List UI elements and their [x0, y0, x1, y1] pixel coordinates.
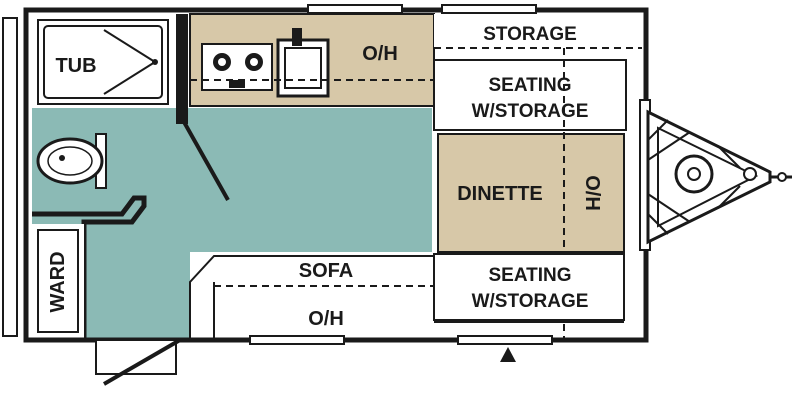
- rear-bumper: [2, 17, 18, 337]
- sofa-area: [190, 252, 434, 338]
- front-seating: [433, 59, 627, 131]
- dinette-overhead-label: O/H: [581, 175, 603, 211]
- storage-area: [434, 14, 642, 48]
- stove-icon: [201, 43, 273, 91]
- rear-seating-sublabel: W/STORAGE: [472, 291, 589, 312]
- sink-icon: [276, 28, 330, 98]
- awning-marker-icon: [500, 347, 516, 362]
- coupler-icon: [743, 167, 757, 181]
- tub-label: TUB: [55, 55, 96, 77]
- toilet-icon: [36, 133, 107, 189]
- bath-partition: [176, 14, 188, 124]
- hitch: [646, 109, 792, 245]
- bath-door: [182, 121, 230, 201]
- entry-door: [102, 338, 182, 386]
- sofa-label: SOFA: [299, 260, 353, 282]
- sofa-outline: [189, 255, 434, 338]
- floor-area: [32, 108, 432, 338]
- front-seating-label: SEATING: [488, 75, 571, 96]
- galley-overhead-label: O/H: [362, 43, 398, 65]
- dinette: [437, 133, 625, 253]
- rear-seating-label: SEATING: [488, 265, 571, 286]
- wardrobe-inner: [37, 229, 79, 333]
- window-top-front: [441, 4, 537, 14]
- wardrobe-wall: [32, 195, 147, 338]
- window-top: [307, 4, 403, 14]
- entry-step: [95, 339, 177, 375]
- dinette-label: DINETTE: [457, 183, 543, 205]
- jack-icon: [674, 154, 714, 194]
- storage-label: STORAGE: [483, 24, 577, 45]
- rear-seating: [433, 253, 625, 321]
- front-seating-sublabel: W/STORAGE: [472, 101, 589, 122]
- window-bottom: [249, 335, 345, 345]
- wardrobe-label: WARD: [47, 251, 69, 312]
- window-bottom-front: [457, 335, 553, 345]
- sofa-overhead-label: O/H: [308, 308, 344, 330]
- tub: [37, 19, 169, 105]
